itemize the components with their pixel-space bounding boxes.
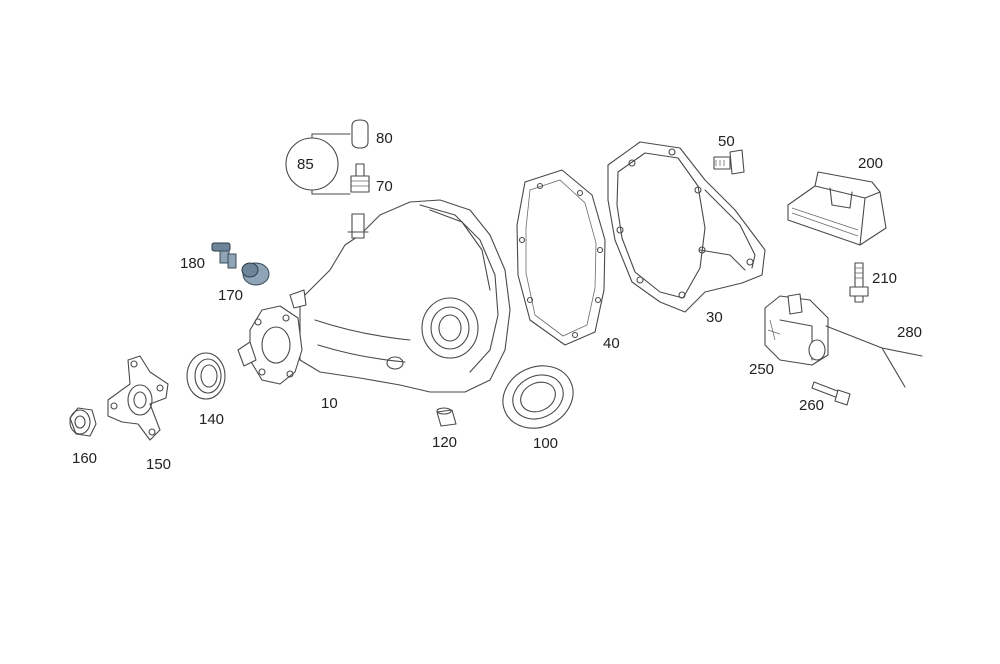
- callout-160: 160: [72, 450, 97, 467]
- callout-180: 180: [180, 255, 205, 272]
- callout-10: 10: [321, 395, 338, 412]
- callout-50: 50: [718, 133, 735, 150]
- callout-80: 80: [376, 130, 393, 147]
- callout-30: 30: [706, 309, 723, 326]
- part-160-nut[interactable]: [69, 407, 97, 437]
- part-120-bushing[interactable]: [436, 407, 457, 427]
- part-150-flange[interactable]: [107, 355, 169, 441]
- part-40-gasket[interactable]: [516, 169, 606, 346]
- part-180-plug-bolt[interactable]: [211, 242, 237, 269]
- callout-100: 100: [533, 435, 558, 452]
- part-10-differential-housing[interactable]: [237, 199, 511, 393]
- part-260-screw[interactable]: [811, 381, 851, 406]
- part-210-stud[interactable]: [849, 262, 869, 303]
- callout-70: 70: [376, 178, 393, 195]
- part-250-actuator[interactable]: [764, 293, 829, 366]
- callout-170: 170: [218, 287, 243, 304]
- assembly-85-group: [285, 133, 351, 195]
- part-50-bolt[interactable]: [713, 149, 745, 175]
- callout-210: 210: [872, 270, 897, 287]
- callout-40: 40: [603, 335, 620, 352]
- part-80-cap[interactable]: [351, 119, 369, 149]
- callout-140: 140: [199, 411, 224, 428]
- part-100-seal[interactable]: [493, 355, 584, 440]
- callout-200: 200: [858, 155, 883, 172]
- part-280-harness[interactable]: [825, 325, 923, 388]
- callout-250: 250: [749, 361, 774, 378]
- part-170-seal-ring[interactable]: [241, 262, 270, 286]
- callout-260: 260: [799, 397, 824, 414]
- part-140-seal[interactable]: [186, 352, 226, 400]
- part-70-breather[interactable]: [350, 163, 370, 193]
- callout-280: 280: [897, 324, 922, 341]
- callout-120: 120: [432, 434, 457, 451]
- callout-150: 150: [146, 456, 171, 473]
- part-30-rear-cover[interactable]: [607, 141, 766, 313]
- part-200-mount[interactable]: [787, 171, 887, 246]
- callout-85: 85: [297, 156, 314, 173]
- callout-labels: 80 85 70 50 200 180 210 170 30 280 40 25…: [72, 130, 922, 473]
